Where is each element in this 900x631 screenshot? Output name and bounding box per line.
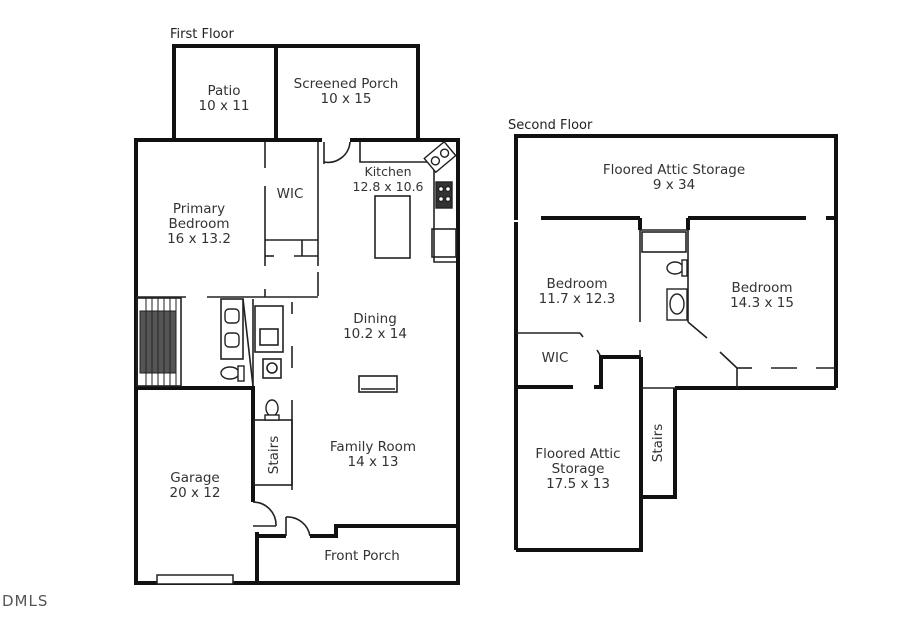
- room-name: Floored Attic Storage: [602, 162, 746, 178]
- room-kitchen: Kitchen 12.8 x 10.6: [352, 164, 423, 194]
- room-name: Bedroom: [546, 276, 608, 292]
- room-garage: Garage 20 x 12: [170, 471, 221, 501]
- room-dims: 9 x 34: [652, 177, 696, 193]
- room-dims: 14 x 13: [347, 454, 399, 470]
- room-dims: 16 x 13.2: [167, 231, 231, 247]
- room-dining: Dining 10.2 x 14: [343, 312, 407, 342]
- room-name: Dining: [353, 311, 397, 327]
- room-name-line2: Storage: [551, 461, 605, 477]
- room-name: Front Porch: [324, 548, 400, 564]
- room-screened-porch: Screened Porch 10 x 15: [294, 77, 399, 107]
- room-name: Patio: [207, 83, 241, 99]
- room-name: WIC: [276, 186, 304, 202]
- room-floored-attic-storage-bottom: Floored Attic Storage 17.5 x 13: [535, 447, 620, 492]
- fixtures: [220, 140, 457, 421]
- first-floor-walls: [134, 44, 460, 585]
- room-dims: 12.8 x 10.6: [352, 179, 424, 194]
- first-floor-title: First Floor: [170, 27, 234, 42]
- second-floor-walls: [514, 134, 838, 552]
- room-name: Kitchen: [364, 164, 412, 179]
- room-dims: 14.3 x 15: [730, 295, 794, 311]
- room-patio: Patio 10 x 11: [199, 84, 250, 114]
- room-front-porch: Front Porch: [324, 549, 400, 564]
- room-wic: WIC: [277, 187, 304, 202]
- room-dims: 10 x 15: [320, 91, 372, 107]
- second-floor-title: Second Floor: [508, 118, 593, 133]
- room-primary-bedroom: Primary Bedroom 16 x 13.2: [167, 202, 231, 247]
- room-name-line2: Bedroom: [168, 216, 230, 232]
- room-name-line1: Floored Attic: [535, 446, 621, 462]
- room-dims: 10 x 11: [198, 98, 250, 114]
- watermark: DMLS: [2, 592, 49, 610]
- room-floored-attic-storage-top: Floored Attic Storage 9 x 34: [603, 163, 745, 193]
- room-name-line1: Primary: [172, 201, 226, 217]
- room-name: Garage: [170, 470, 220, 486]
- room-stairs-second: Stairs: [650, 423, 666, 463]
- room-name: Bedroom: [731, 280, 793, 296]
- first-floor-thin-walls: [136, 141, 457, 537]
- second-floor-thin-walls: [516, 229, 836, 389]
- room-dims: 20 x 12: [169, 485, 221, 501]
- room-stairs: Stairs: [266, 435, 282, 475]
- second-floor-fixtures: [666, 259, 688, 321]
- room-wic-second: WIC: [542, 351, 569, 366]
- room-dims: 10.2 x 14: [343, 326, 407, 342]
- room-name: Family Room: [329, 439, 417, 455]
- room-family-room: Family Room 14 x 13: [330, 440, 416, 470]
- room-name: Screened Porch: [293, 76, 399, 92]
- room-dims: 11.7 x 12.3: [538, 291, 616, 307]
- room-name: WIC: [541, 350, 569, 366]
- room-bedroom-left: Bedroom 11.7 x 12.3: [539, 277, 616, 307]
- room-dims: 17.5 x 13: [546, 476, 610, 492]
- room-bedroom-right: Bedroom 14.3 x 15: [730, 281, 794, 311]
- garage-door: [156, 574, 234, 585]
- shower-tile: [139, 298, 177, 386]
